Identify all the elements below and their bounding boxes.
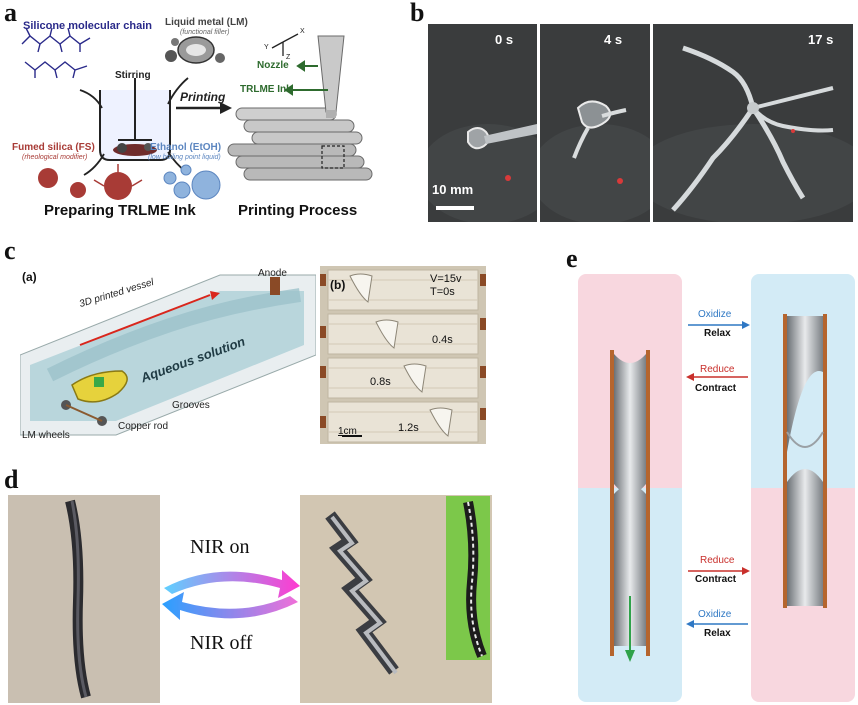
- time-label-17s: 17 s: [808, 32, 834, 47]
- time-label-t0: T=0s: [430, 286, 455, 298]
- photo-d-nir-off: [8, 495, 160, 703]
- silicone-chain-icon: [21, 27, 91, 79]
- panel-a-letter: a: [4, 0, 17, 27]
- liquid-metal-icon: [165, 36, 225, 64]
- ink-label: TRLME Ink: [240, 84, 292, 95]
- photo-c-sequence: [320, 266, 486, 444]
- contract-label-top: Contract: [695, 383, 737, 394]
- nir-cycle-arrows: [162, 570, 300, 620]
- photo-b-4s: [540, 24, 650, 222]
- time-label-0-4s: 0.4s: [432, 334, 453, 346]
- liquid-metal-sub: (functional filler): [180, 29, 230, 36]
- actuator-right: [783, 314, 827, 608]
- nir-on-label: NIR on: [190, 536, 250, 558]
- time-label-0-8s: 0.8s: [370, 376, 391, 388]
- fumed-silica-sub: (rheological modifier): [22, 154, 88, 161]
- nir-off-label: NIR off: [190, 632, 253, 654]
- time-label-1-2s: 1.2s: [398, 422, 419, 434]
- vessel-schematic: [19, 265, 317, 445]
- silicone-chain-label: Silicone molecular chain: [23, 20, 152, 32]
- relax-label-top: Relax: [704, 328, 731, 339]
- preparing-label: Preparing TRLME Ink: [44, 202, 196, 219]
- time-label-4s: 4 s: [604, 32, 623, 47]
- axis-z-label: Z: [286, 54, 291, 61]
- beaker-icon: [99, 78, 171, 161]
- panel-b-letter: b: [410, 0, 425, 27]
- copper-rod-label: Copper rod: [118, 421, 169, 432]
- axis-x-label: X: [300, 28, 305, 35]
- nozzle-label: Nozzle: [257, 60, 289, 71]
- sub-label-a: (a): [22, 270, 37, 284]
- relax-label-bottom: Relax: [704, 628, 731, 639]
- axis-y-label: Y: [264, 44, 269, 51]
- anode-label: Anode: [258, 268, 287, 279]
- panel-c-letter: c: [4, 236, 16, 265]
- ethanol-sub: (low boiling point liquid): [148, 154, 221, 161]
- scale-label-c: 1cm: [338, 426, 357, 437]
- oxidize-label-bottom: Oxidize: [698, 609, 732, 620]
- grooves-label: Grooves: [172, 400, 210, 411]
- oxidize-label-top: Oxidize: [698, 309, 732, 320]
- nozzle-icon: [317, 35, 345, 118]
- contract-label-bottom: Contract: [695, 574, 737, 585]
- reaction-arrows: [686, 321, 750, 628]
- scale-label-b: 10 mm: [432, 182, 474, 197]
- process-label: Printing Process: [238, 202, 358, 219]
- scale-bar-b: [436, 206, 474, 210]
- ethanol-icon: [163, 164, 221, 200]
- reduce-label-bottom: Reduce: [700, 555, 735, 566]
- inset-illustration: [446, 496, 490, 660]
- photo-b-17s: [653, 24, 853, 222]
- panel-a-schematic: [21, 27, 373, 200]
- state-column-right: [751, 274, 855, 702]
- stirring-label: Stirring: [115, 70, 151, 81]
- fumed-silica-icon: [38, 164, 143, 200]
- voltage-label: V=15v: [430, 273, 462, 285]
- actuator-left: [610, 350, 650, 662]
- axes-icon: [271, 33, 299, 56]
- photo-b-0s: [428, 24, 537, 222]
- panel-d-letter: d: [4, 465, 19, 494]
- sub-label-b: (b): [330, 278, 346, 292]
- fumed-silica-label: Fumed silica (FS): [12, 142, 95, 153]
- ethanol-label: Ethanol (EtOH): [150, 142, 222, 153]
- panel-e-letter: e: [566, 244, 578, 273]
- reduce-label-top: Reduce: [700, 364, 735, 375]
- lm-wheels-label: LM wheels: [22, 430, 70, 441]
- printed-stack-icon: [227, 107, 373, 181]
- printing-label: Printing: [180, 90, 226, 104]
- time-label-0s: 0 s: [495, 32, 514, 47]
- liquid-metal-label: Liquid metal (LM): [165, 17, 248, 28]
